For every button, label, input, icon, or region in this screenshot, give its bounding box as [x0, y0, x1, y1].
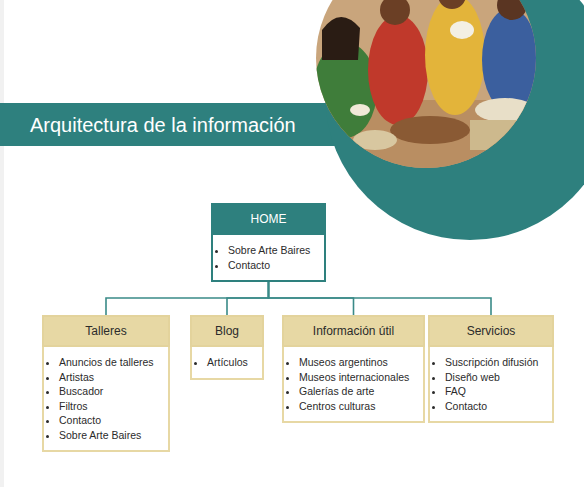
- section-box: ServiciosSuscripción difusiónDiseño webF…: [428, 315, 554, 423]
- box-body: Anuncios de talleresArtistasBuscadorFilt…: [42, 347, 170, 452]
- page-edge: [0, 0, 4, 487]
- list-item: FAQ: [445, 384, 544, 399]
- list-item: Museos internacionales: [299, 370, 415, 385]
- section-box: Información útilMuseos argentinosMuseos …: [282, 315, 425, 423]
- box-body: Sobre Arte BairesContacto: [211, 235, 326, 282]
- tree-connector: [227, 282, 269, 315]
- list-item: Museos argentinos: [299, 355, 415, 370]
- list-item: Contacto: [445, 399, 544, 414]
- item-list: Artículos: [192, 347, 262, 378]
- box-heading: Blog: [190, 315, 264, 347]
- list-item: Centros culturas: [299, 399, 415, 414]
- tree-connector: [269, 282, 492, 315]
- item-list: Museos argentinosMuseos internacionalesG…: [284, 347, 423, 421]
- list-item: Galerías de arte: [299, 384, 415, 399]
- box-heading: HOME: [211, 203, 326, 235]
- item-list: Suscripción difusiónDiseño webFAQContact…: [430, 347, 552, 421]
- list-item: Filtros: [59, 399, 160, 414]
- item-list: Anuncios de talleresArtistasBuscadorFilt…: [44, 347, 168, 450]
- section-box: TalleresAnuncios de talleresArtistasBusc…: [42, 315, 170, 452]
- box-heading: Información útil: [282, 315, 425, 347]
- item-list: Sobre Arte BairesContacto: [213, 235, 324, 280]
- list-item: Sobre Arte Baires: [228, 243, 316, 258]
- box-body: Suscripción difusiónDiseño webFAQContact…: [428, 347, 554, 423]
- box-heading: Talleres: [42, 315, 170, 347]
- list-item: Contacto: [59, 413, 160, 428]
- list-item: Sobre Arte Baires: [59, 428, 160, 443]
- tree-connector: [106, 282, 269, 315]
- page-title: Arquitectura de la información: [30, 112, 296, 138]
- list-item: Buscador: [59, 384, 160, 399]
- list-item: Artistas: [59, 370, 160, 385]
- list-item: Artículos: [207, 355, 254, 370]
- box-body: Museos argentinosMuseos internacionalesG…: [282, 347, 425, 423]
- painting: [300, 0, 560, 180]
- title-band: [0, 103, 340, 146]
- list-item: Suscripción difusión: [445, 355, 544, 370]
- box-body: Artículos: [190, 347, 264, 380]
- section-box: BlogArtículos: [190, 315, 264, 380]
- list-item: Contacto: [228, 258, 316, 273]
- box-heading: Servicios: [428, 315, 554, 347]
- list-item: Anuncios de talleres: [59, 355, 160, 370]
- list-item: Diseño web: [445, 370, 544, 385]
- home-box: HOMESobre Arte BairesContacto: [211, 203, 326, 282]
